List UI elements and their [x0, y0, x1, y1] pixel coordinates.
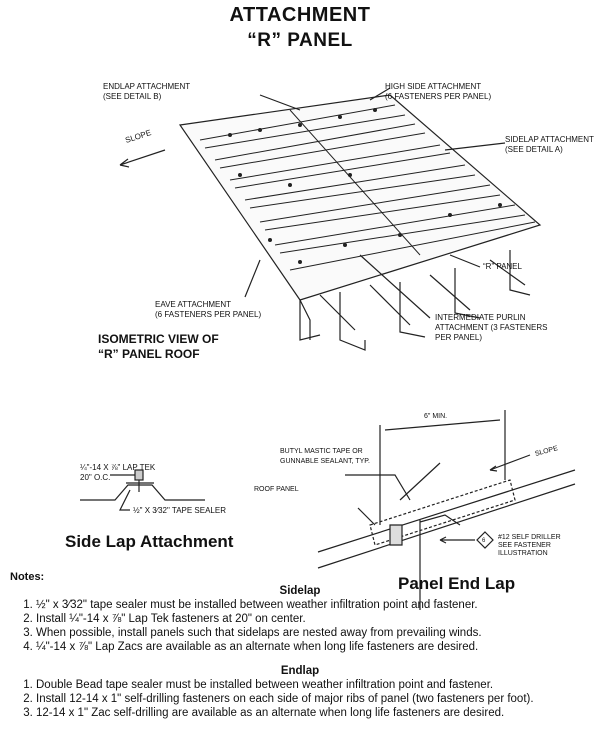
eave-attachment-label: EAVE ATTACHMENT(6 FASTENERS PER PANEL) — [155, 300, 262, 319]
sidelap-notes: ½" x 3⁄32" tape sealer must be installed… — [10, 598, 590, 654]
high-side-attachment-label: HIGH SIDE ATTACHMENT(6 FASTENERS PER PAN… — [385, 82, 492, 101]
note-item: ¼"-14 x ⅞" Lap Zacs are available as an … — [36, 640, 590, 654]
note-item: ½" x 3⁄32" tape sealer must be installed… — [36, 598, 590, 612]
endlap-heading: Endlap — [280, 665, 320, 677]
notes-section: Notes: Sidelap ½" x 3⁄32" tape sealer mu… — [10, 570, 590, 720]
notes-heading: Notes: — [10, 571, 45, 583]
side-lap-title: Side Lap Attachment — [65, 532, 234, 551]
note-item: 12-14 x 1" Zac self-drilling are availab… — [36, 706, 590, 720]
side-lap-drawing — [80, 469, 205, 511]
note-item: Double Bead tape sealer must be installe… — [36, 678, 590, 692]
note-item: When possible, install panels such that … — [36, 626, 590, 640]
title-line-2: “R” PANEL — [247, 30, 353, 51]
end-lap-drawing — [317, 410, 576, 610]
endlap-notes: Double Bead tape sealer must be installe… — [10, 678, 590, 720]
sidelap-heading: Sidelap — [279, 585, 321, 597]
isometric-roof-drawing — [119, 87, 542, 351]
r-panel-label: “R” PANEL — [483, 262, 522, 271]
note-item: Install ¼"-14 x ⅞" Lap Tek fasteners at … — [36, 612, 590, 626]
roof-panel-label: ROOF PANEL — [254, 486, 299, 493]
title-line-1: ATTACHMENT — [229, 4, 371, 26]
endlap-attachment-label: ENDLAP ATTACHMENT(SEE DETAIL B) — [103, 82, 191, 101]
fastener-tag: 6 — [482, 538, 486, 544]
isometric-caption: ISOMETRIC VIEW OF“R” PANEL ROOF — [98, 332, 219, 361]
note-item: Install 12-14 x 1" self-drilling fastene… — [36, 692, 590, 706]
tape-sealer-label: ½" x 3⁄32" TAPE SEALER — [133, 506, 226, 515]
six-inch-min-label: 6" MIN. — [424, 413, 448, 420]
panel-end-lap-title: Panel End Lap — [398, 574, 516, 593]
sidelap-attachment-label: SIDELAP ATTACHMENT(SEE DETAIL A) — [505, 135, 594, 154]
